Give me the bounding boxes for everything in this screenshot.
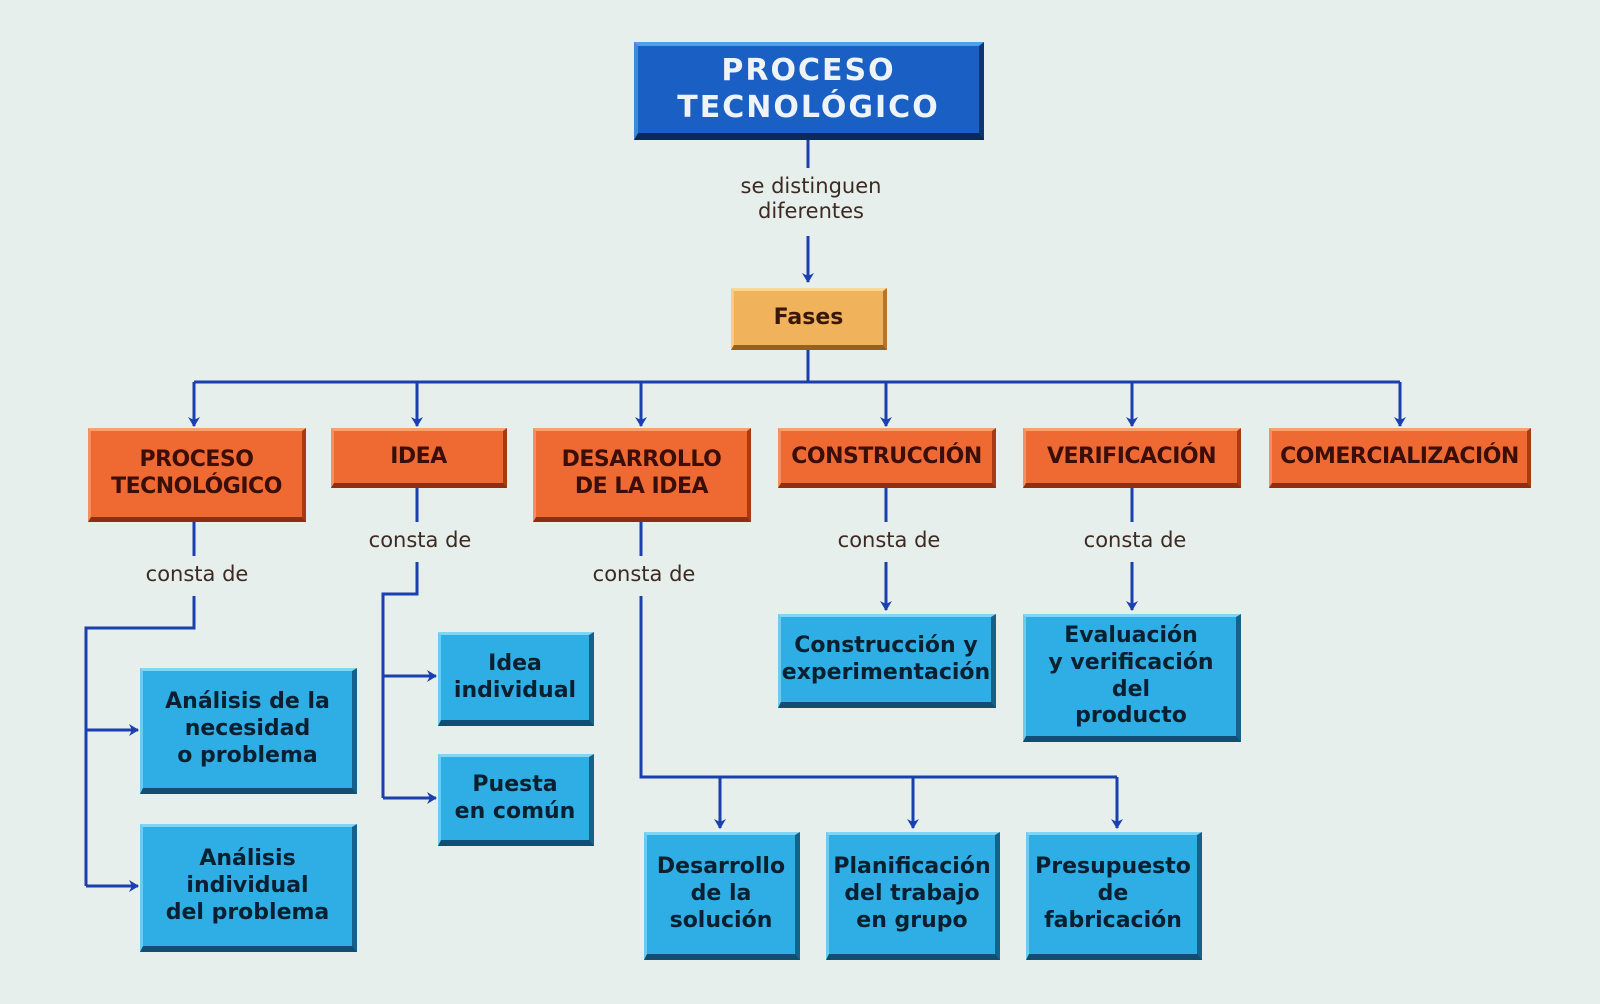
leaf-label: Análisis individual del problema — [165, 846, 330, 925]
phase-label: CONSTRUCCIÓN — [791, 443, 982, 469]
main-connector-label: se distinguen diferentes — [728, 174, 894, 225]
title-box: PROCESO TECNOLÓGICO — [634, 42, 984, 140]
phase-comercializacion: COMERCIALIZACIÓN — [1269, 428, 1531, 488]
phase-construccion: CONSTRUCCIÓN — [778, 428, 996, 488]
phase-label: PROCESO TECNOLÓGICO — [111, 447, 282, 499]
leaf-label: Análisis de la necesidad o problema — [165, 689, 330, 768]
leaf-label: Desarrollo de la solución — [656, 854, 786, 933]
phase-label: IDEA — [390, 443, 447, 469]
connector-label: consta de — [581, 562, 707, 588]
connector-label: consta de — [357, 528, 483, 554]
leaf-evaluacion-verificacion: Evaluación y verificación del producto — [1023, 614, 1241, 742]
title-text: PROCESO TECNOLÓGICO — [677, 52, 940, 125]
phase-label: DESARROLLO DE LA IDEA — [561, 447, 722, 499]
leaf-label: Evaluación y verificación del producto — [1048, 622, 1214, 729]
leaf-label: Construcción y experimentación — [781, 632, 991, 685]
phase-desarrollo-idea: DESARROLLO DE LA IDEA — [533, 428, 751, 522]
leaf-label: Idea individual — [453, 650, 577, 703]
connector-label: consta de — [134, 562, 260, 588]
leaf-presupuesto: Presupuesto de fabricación — [1026, 832, 1202, 960]
leaf-idea-individual: Idea individual — [438, 632, 594, 726]
leaf-construccion-experimentacion: Construcción y experimentación — [778, 614, 996, 708]
phase-idea: IDEA — [331, 428, 507, 488]
leaf-label: Presupuesto de fabricación — [1035, 854, 1191, 933]
leaf-puesta-comun: Puesta en común — [438, 754, 594, 846]
leaf-analisis-necesidad: Análisis de la necesidad o problema — [140, 668, 357, 794]
phase-label: VERIFICACIÓN — [1046, 443, 1217, 469]
phase-proceso-tecnologico: PROCESO TECNOLÓGICO — [88, 428, 306, 522]
phase-verificacion: VERIFICACIÓN — [1023, 428, 1241, 488]
leaf-label: Puesta en común — [454, 771, 576, 824]
connector-label: consta de — [826, 528, 952, 554]
phase-label: COMERCIALIZACIÓN — [1280, 443, 1519, 469]
leaf-label: Planificación del trabajo en grupo — [833, 854, 991, 933]
fases-text: Fases — [773, 304, 844, 330]
leaf-analisis-individual: Análisis individual del problema — [140, 824, 357, 952]
connector-label: consta de — [1072, 528, 1198, 554]
leaf-planificacion: Planificación del trabajo en grupo — [826, 832, 1000, 960]
fases-box: Fases — [731, 288, 887, 350]
leaf-desarrollo-solucion: Desarrollo de la solución — [644, 832, 800, 960]
